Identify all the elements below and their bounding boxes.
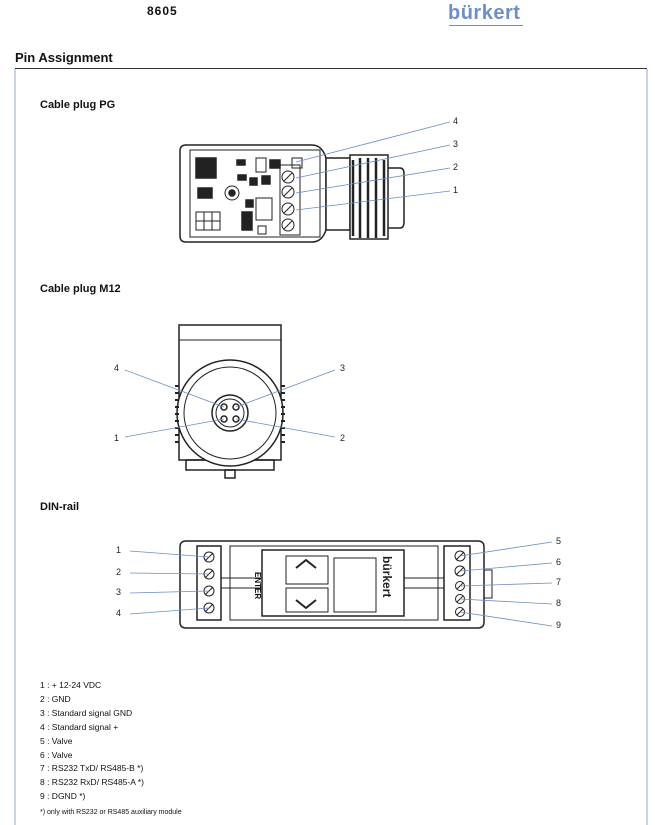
din-pin-label: 9 [556,620,562,630]
m12-plug-drawing [176,324,284,479]
pg-leader-lines [295,121,451,211]
legend-item: 6 : Valve [40,749,73,760]
din-pin-label: 6 [556,557,562,567]
model-number: 8605 [147,4,178,18]
m12-knurl-marks [175,385,285,443]
pg-plug-drawing [179,144,405,243]
m12-pin-label: 1 [114,433,120,443]
m12-pin-label: 2 [340,433,346,443]
din-pin-label: 4 [116,608,122,618]
m12-leader-lines [124,369,336,438]
din-pin-label: 3 [116,587,122,597]
legend-item: 3 : Standard signal GND [40,707,133,718]
brand-logo: bürkert [448,2,521,24]
brand-underline [449,25,523,26]
pg-pin-label: 1 [453,185,459,195]
legend-item: 9 : DGND *) [40,791,86,802]
footnote: *) only with RS232 or RS485 auxiliary mo… [40,809,182,816]
m12-pin-label: 4 [114,363,120,373]
legend-item: 8 : RS232 RxD/ RS485-A *) [40,777,144,788]
m12-title: Cable plug M12 [40,283,121,295]
pg-pin-label: 4 [453,116,459,126]
din-pin-label: 8 [556,598,562,608]
din-pin-label: 2 [116,567,122,577]
pin-legend: 1 : + 12-24 VDC 2 : GND 3 : Standard sig… [40,679,144,804]
legend-item: 2 : GND [40,693,71,704]
m12-pin-label: 3 [340,363,346,373]
din-brand-label: bürkert [380,556,394,598]
din-rail-drawing [179,540,493,629]
legend-item: 4 : Standard signal + [40,721,119,732]
din-pin-label: 1 [116,545,122,555]
page-title: Pin Assignment [15,50,113,65]
din-pin-label: 5 [556,536,562,546]
pg-pin-label: 3 [453,139,459,149]
enter-label: ENTER [253,572,262,600]
din-leader-lines [129,541,553,627]
legend-item: 1 : + 12-24 VDC [40,680,102,690]
pg-pin-label: 2 [453,162,459,172]
din-pin-label: 7 [556,577,562,587]
pg-title: Cable plug PG [40,99,116,111]
legend-item: 7 : RS232 TxD/ RS485-B *) [40,763,144,774]
din-title: DIN-rail [40,501,80,513]
legend-item: 5 : Valve [40,735,73,746]
title-divider [15,68,647,69]
